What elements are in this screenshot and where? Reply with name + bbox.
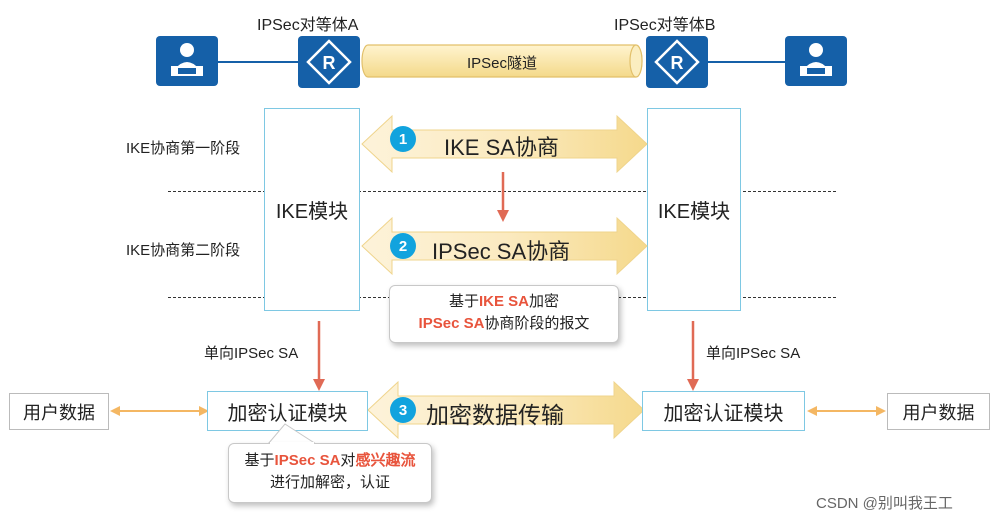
step2-label: IPSec SA协商 bbox=[432, 239, 571, 264]
callout2-text: 对 bbox=[340, 452, 356, 469]
callout-encrypt-traffic: 基于IPSec SA对感兴趣流 进行加解密，认证 bbox=[228, 443, 432, 503]
crypto-module-right-label: 加密认证模块 bbox=[663, 402, 784, 425]
link-line-left bbox=[218, 61, 298, 63]
callout2-line2: 进行加解密，认证 bbox=[269, 474, 390, 491]
step3-number: 3 bbox=[390, 397, 416, 423]
watermark: CSDN @别叫我王工 bbox=[816, 495, 953, 512]
ike-module-right: IKE模块 bbox=[647, 108, 741, 311]
phase2-label: IKE协商第二阶段 bbox=[126, 242, 241, 259]
unidir-sa-right: 单向IPSec SA bbox=[706, 345, 801, 362]
ike-module-right-label: IKE模块 bbox=[657, 201, 731, 223]
user-data-right-label: 用户数据 bbox=[902, 402, 975, 423]
crypto-module-left-label: 加密认证模块 bbox=[227, 402, 348, 425]
callout1-highlight: IKE SA bbox=[478, 293, 529, 310]
step2-number: 2 bbox=[390, 233, 416, 259]
link-line-right bbox=[708, 61, 786, 63]
step1-label: IKE SA协商 bbox=[444, 135, 559, 160]
step1-number: 1 bbox=[390, 126, 416, 152]
tunnel-label: IPSec隧道 bbox=[467, 55, 538, 72]
user-terminal-icon bbox=[785, 36, 847, 86]
user-data-right: 用户数据 bbox=[887, 393, 990, 430]
step3-label: 加密数据传输 bbox=[426, 402, 564, 428]
crypto-module-right: 加密认证模块 bbox=[642, 391, 805, 431]
router-icon: R bbox=[646, 36, 708, 88]
unidir-sa-left: 单向IPSec SA bbox=[204, 345, 299, 362]
user-data-left-label: 用户数据 bbox=[23, 402, 95, 423]
callout1-line1: 基于IKE SA加密 bbox=[390, 291, 618, 313]
crypto-module-left: 加密认证模块 bbox=[207, 391, 368, 431]
user-terminal-icon bbox=[156, 36, 218, 86]
callout1-highlight: IPSec SA bbox=[418, 315, 485, 332]
callout1-text: 协商阶段的报文 bbox=[484, 315, 590, 332]
router-icon: R bbox=[298, 36, 360, 88]
callout2-seam bbox=[270, 442, 314, 445]
ike-module-left-label: IKE模块 bbox=[275, 201, 349, 223]
peer-b-title: IPSec对等体B bbox=[614, 17, 716, 34]
callout1-line2: IPSec SA协商阶段的报文 bbox=[390, 313, 618, 335]
callout1-text: 加密 bbox=[529, 293, 560, 310]
callout1-text: 基于 bbox=[448, 293, 479, 310]
callout2-text: 基于 bbox=[244, 452, 275, 469]
svg-text:R: R bbox=[671, 53, 684, 73]
peer-a-title: IPSec对等体A bbox=[257, 17, 359, 34]
callout2-highlight: IPSec SA bbox=[274, 452, 341, 469]
callout2-line1: 基于IPSec SA对感兴趣流 bbox=[229, 450, 431, 472]
callout-ipsec-negotiation: 基于IKE SA加密 IPSec SA协商阶段的报文 bbox=[389, 285, 619, 343]
user-data-left: 用户数据 bbox=[9, 393, 109, 430]
callout2-highlight: 感兴趣流 bbox=[355, 452, 416, 469]
svg-text:R: R bbox=[323, 53, 336, 73]
phase1-label: IKE协商第一阶段 bbox=[126, 140, 241, 157]
ike-module-left: IKE模块 bbox=[264, 108, 360, 311]
